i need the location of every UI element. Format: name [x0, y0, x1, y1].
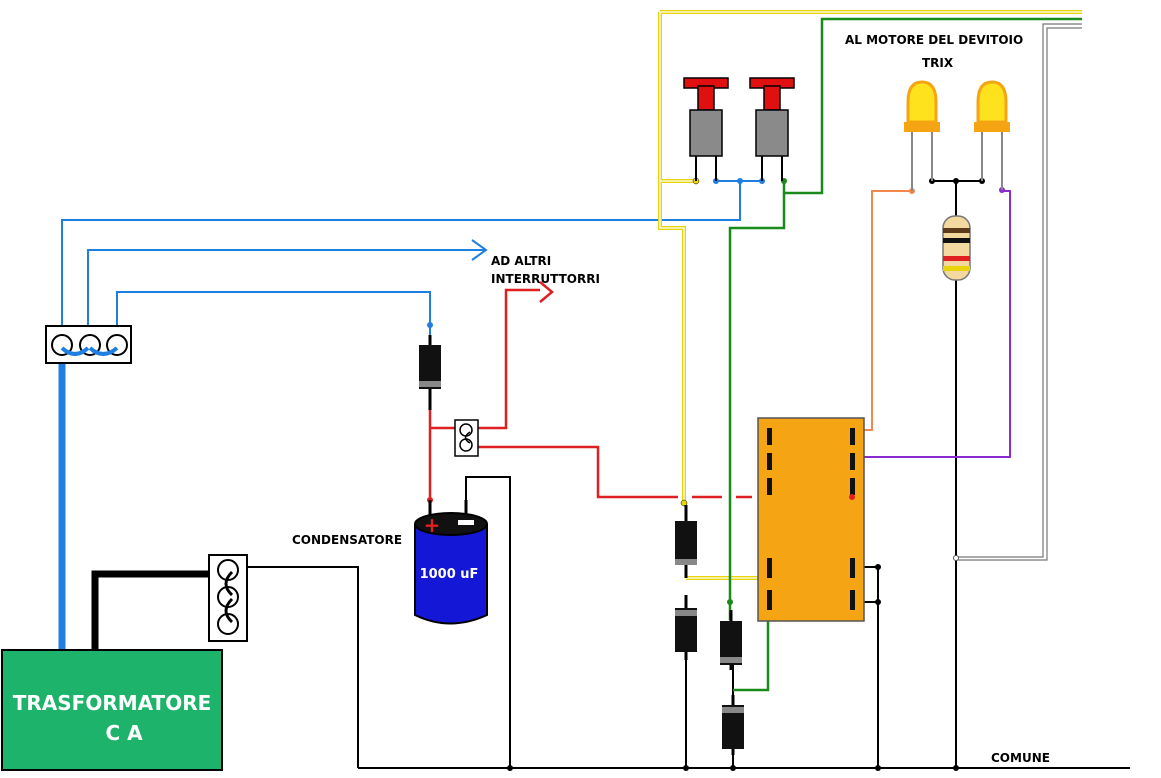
push-button-left	[683, 77, 729, 181]
relay	[757, 417, 865, 622]
push-button-right	[749, 77, 795, 181]
diode-yellow-lower	[675, 595, 697, 660]
led-right	[974, 80, 1010, 190]
motor-label-line2: TRIX	[922, 56, 954, 70]
other-switches-label-line1: AD ALTRI	[491, 254, 551, 268]
diode-top	[419, 335, 441, 410]
diode-green-upper	[720, 610, 742, 670]
transformer-label-line1: TRASFORMATORE	[13, 691, 212, 715]
resistor	[942, 215, 971, 281]
common-label: COMUNE	[991, 751, 1050, 765]
terminal-block-mid	[454, 419, 479, 457]
motor-label-line1: AL MOTORE DEL DEVITOIO	[845, 33, 1023, 47]
transformer-black-wire	[91, 570, 228, 650]
yellow-wires-core	[659, 11, 1082, 579]
common-bus-lines	[953, 23, 1082, 561]
transformer: TRASFORMATORE C A	[1, 649, 223, 771]
diode-green-lower	[722, 695, 744, 755]
other-switches-label-line2: INTERRUTTORRI	[491, 272, 600, 286]
diode-yellow-upper	[675, 505, 697, 578]
capacitor-value: 1000 uF	[420, 567, 479, 582]
terminal-block-left	[208, 554, 248, 642]
led-left	[904, 80, 940, 191]
green-wires	[728, 17, 1082, 692]
orange-wire	[864, 190, 912, 431]
capacitor-label: CONDENSATORE	[292, 533, 402, 547]
capacitor: + 1000 uF	[414, 500, 488, 625]
capacitor-plus-sign: +	[424, 513, 441, 537]
capacitor-minus-sign	[458, 520, 474, 525]
purple-wire	[852, 190, 1011, 458]
terminal-block-top	[45, 325, 132, 364]
transformer-label-line2: C A	[105, 721, 143, 745]
blue-wires	[61, 180, 762, 345]
